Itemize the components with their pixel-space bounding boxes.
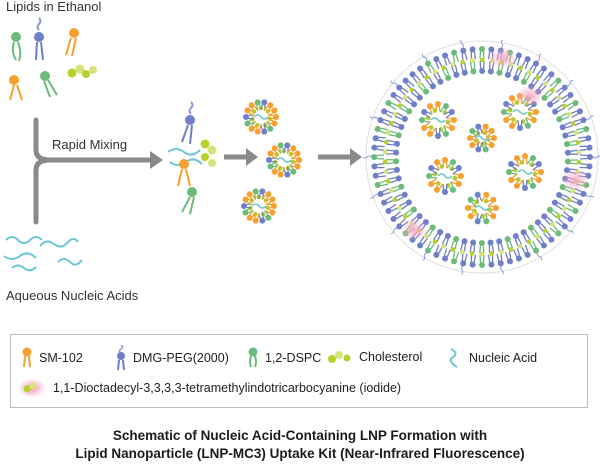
legend-item-dspc: 1,2-DSPC [247, 347, 321, 369]
legend-label-nucleic-acid: Nucleic Acid [469, 351, 538, 365]
legend-item-nucleic-acid: Nucleic Acid [447, 347, 537, 369]
legend-item-dye: 1,1-Dioctadecyl-3,3,3,3-tetramethylindot… [17, 377, 401, 399]
stage-arrow-2 [318, 148, 362, 166]
sm102-icon [22, 347, 32, 368]
cholesterol-icon [328, 351, 351, 363]
legend-label-cholesterol: Cholesterol [359, 350, 423, 364]
aqueous-nucleic-acids [3, 236, 83, 272]
rapid-mixing-label: Rapid Mixing [52, 137, 128, 152]
caption-line-2: Lipid Nanoparticle (LNP-MC3) Uptake Kit … [75, 446, 525, 461]
legend-label-dye: 1,1-Dioctadecyl-3,3,3,3-tetramethylindot… [53, 381, 402, 395]
lipids-in-ethanol-group [9, 17, 97, 101]
legend-label-sm102: SM-102 [39, 351, 83, 365]
legend-label-dspc: 1,2-DSPC [265, 351, 322, 365]
dspc-icon [248, 347, 258, 368]
lipids-in-ethanol-label: Lipids in Ethanol [6, 0, 102, 14]
aqueous-nucleic-acids-label: Aqueous Nucleic Acids [6, 288, 139, 303]
lnp-core [400, 47, 589, 241]
mixed-components [167, 101, 217, 215]
lnp-lipid-shell [362, 39, 600, 275]
legend-item-sm102: SM-102 [21, 347, 83, 369]
mixing-arrowhead [150, 151, 163, 169]
legend-item-dmg-peg: DMG-PEG(2000) [115, 345, 229, 371]
dye-icon [18, 378, 46, 398]
dmg-peg-icon [117, 345, 125, 371]
legend-item-cholesterol: Cholesterol [327, 350, 422, 364]
lnp-particle [362, 39, 600, 275]
nucleic-acid-icon [449, 348, 458, 368]
legend-box: SM-102 DMG-PEG(2000) 1,2-DSPC Cholestero… [10, 334, 588, 408]
micelle-group [241, 99, 302, 224]
stage-arrow-1 [224, 148, 258, 166]
caption-line-1: Schematic of Nucleic Acid-Containing LNP… [112, 428, 488, 443]
mixing-flow-lines [33, 117, 153, 225]
legend-label-dmg-peg: DMG-PEG(2000) [133, 351, 229, 365]
